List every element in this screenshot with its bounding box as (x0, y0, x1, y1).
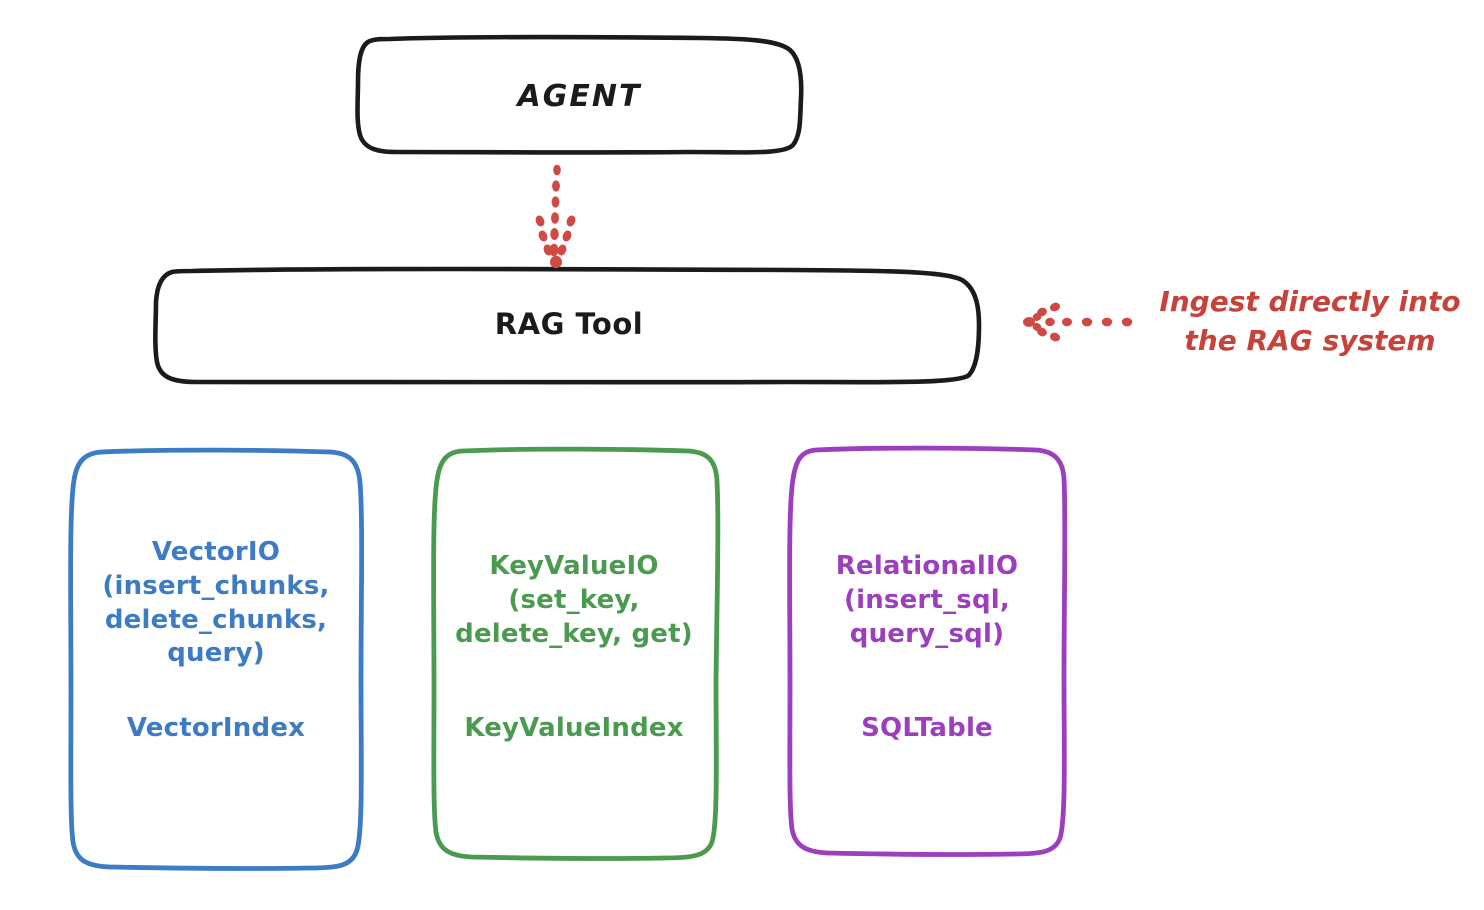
keyvalue-io-box[interactable] (431, 446, 721, 861)
vector-io-box[interactable] (68, 447, 365, 871)
agent-box[interactable] (355, 34, 804, 155)
relational-io-box[interactable] (787, 445, 1068, 857)
ingest-arrow (1023, 302, 1133, 342)
agent-to-rag-connector (535, 164, 576, 269)
rag-tool-box[interactable] (153, 266, 982, 385)
